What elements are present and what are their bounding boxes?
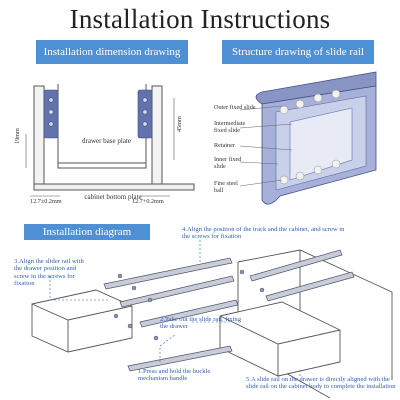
screws xyxy=(113,269,265,341)
label-right-gap: 12.7+0.2mm xyxy=(132,198,164,205)
label-outer-fixed-slide: Outer fixed slide xyxy=(214,104,256,111)
label-cabinet-bottom-plate: cabinet bottom plate xyxy=(84,193,142,201)
step-2-text: 2.Take out the slide rail, fixing the dr… xyxy=(160,316,242,331)
banner-structure-drawing-text: Structure drawing of slide rail xyxy=(232,46,364,58)
step-5-text: 5.A slide rail on the drawer is directly… xyxy=(246,376,396,391)
banner-installation-diagram-text: Installation diagram xyxy=(42,226,132,238)
drawer-sketch-right xyxy=(219,301,341,377)
drawer-sketch-left xyxy=(31,289,133,353)
label-left-gap: 12.7±0.2mm xyxy=(30,198,62,205)
label-fine-steel-ball: Fine steel ball xyxy=(214,180,238,194)
label-inner-fixed-slide: Inner fixed slide xyxy=(214,156,242,170)
step-3-text: 3.Align the slider rail with the drawer … xyxy=(14,258,84,288)
banner-installation-diagram: Installation diagram xyxy=(24,224,150,240)
structure-leader-lines xyxy=(239,105,293,187)
page-title: Installation Instructions xyxy=(69,4,331,34)
right-slide-rail xyxy=(137,89,153,139)
left-slide-rail xyxy=(43,89,59,139)
label-retainer: Retainer xyxy=(214,142,235,149)
banner-installation-dimension: Installation dimension drawing xyxy=(36,40,188,64)
step-1-text: 1.Press and hold the buckle mechanism ha… xyxy=(138,368,211,383)
step-4-text: 4.Align the position of the track and th… xyxy=(182,226,345,241)
step-leader-lines xyxy=(49,240,301,376)
banner-structure-drawing: Structure drawing of slide rail xyxy=(222,40,374,64)
label-drawer-base-plate: drawer base plate xyxy=(82,137,131,145)
label-intermediate-fixed-slide: Intermediate fixed slide xyxy=(214,120,246,134)
slide-rail-cross-section xyxy=(255,71,377,205)
banner-installation-dimension-text: Installation dimension drawing xyxy=(43,46,181,58)
steel-balls xyxy=(279,89,341,185)
